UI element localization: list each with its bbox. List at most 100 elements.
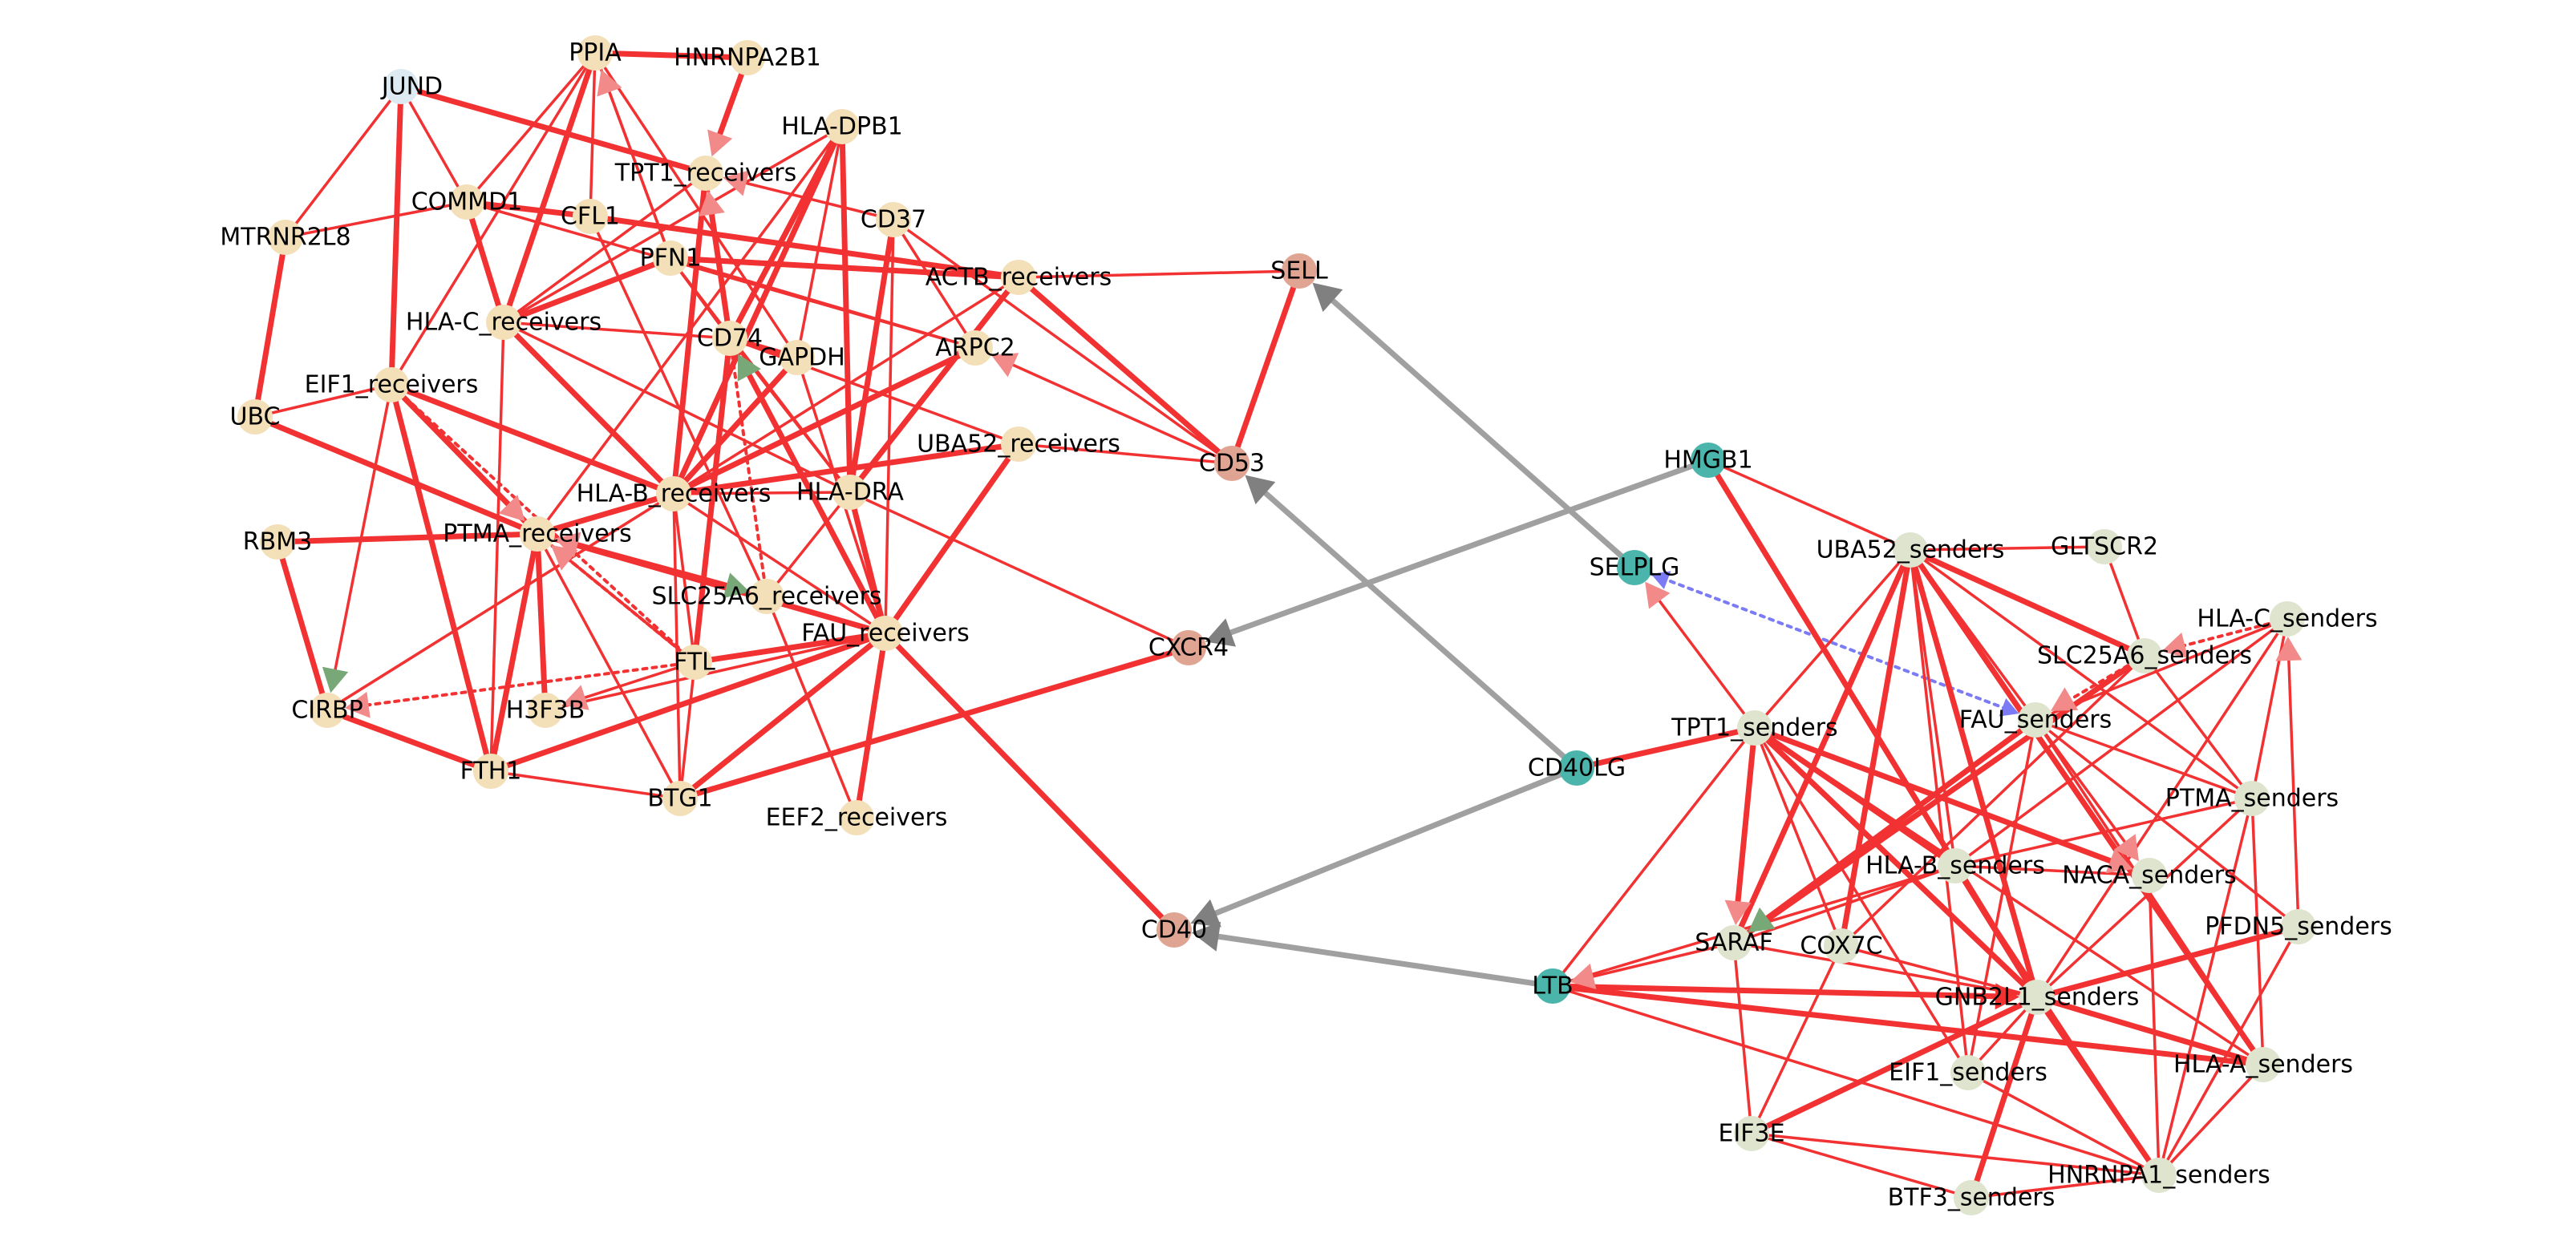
node-naca-senders[interactable] bbox=[2132, 858, 2167, 893]
node-mtrnr2l8[interactable] bbox=[268, 220, 303, 255]
arrowhead-hnrnpa2b1-to-tpt1-receivers bbox=[707, 129, 733, 157]
edge-commd1-to-hla-c-receivers bbox=[464, 199, 507, 325]
node-cd40lg[interactable] bbox=[1559, 750, 1594, 786]
node-label-fau-receivers: FAU_receivers bbox=[801, 620, 970, 648]
node-hla-c-receivers[interactable] bbox=[486, 305, 521, 340]
node-pfn1[interactable] bbox=[653, 241, 688, 276]
node-label-cox7c: COX7C bbox=[1800, 932, 1882, 960]
node-ptma-senders[interactable] bbox=[2234, 781, 2270, 816]
node-label-hla-dpb1: HLA-DPB1 bbox=[781, 113, 903, 141]
node-cd40[interactable] bbox=[1156, 912, 1192, 948]
node-pfdn5-senders[interactable] bbox=[2281, 909, 2316, 944]
edge-uba52-senders-to-cox7c bbox=[1838, 547, 1914, 949]
node-cd53[interactable] bbox=[1214, 446, 1250, 481]
node-ubc[interactable] bbox=[237, 399, 273, 435]
node-hla-b-senders[interactable] bbox=[1938, 848, 1973, 883]
node-cxcr4[interactable] bbox=[1171, 630, 1206, 665]
node-hnrnpa2b1[interactable] bbox=[730, 40, 765, 75]
edge-fau-senders-to-ptma-senders bbox=[2034, 718, 2254, 800]
node-hla-dra[interactable] bbox=[832, 475, 868, 510]
node-label-selplg: SELPLG bbox=[1590, 554, 1680, 582]
node-commd1[interactable] bbox=[449, 184, 484, 220]
node-saraf[interactable] bbox=[1716, 925, 1752, 960]
node-h3f3b[interactable] bbox=[528, 693, 563, 728]
edge-uba52-receivers-to-cd74 bbox=[728, 337, 1020, 446]
node-cd37[interactable] bbox=[876, 202, 911, 237]
edge-hla-dra-to-cxcr4 bbox=[849, 491, 1190, 649]
node-hnrnpa1-senders[interactable] bbox=[2141, 1158, 2177, 1193]
node-hla-c-senders[interactable] bbox=[2270, 601, 2305, 637]
arrowhead-cd53-to-arpc2 bbox=[991, 353, 1019, 378]
node-hmgb1[interactable] bbox=[1691, 443, 1726, 478]
edge-cd74-to-btg1 bbox=[678, 337, 731, 800]
edge-hla-c-receivers-to-hla-b-receivers bbox=[500, 319, 677, 497]
edge-eif3e-to-btf3-senders bbox=[1750, 1132, 1973, 1199]
node-tpt1-senders[interactable] bbox=[1737, 710, 1772, 746]
arrowhead-saraf-to-ltb bbox=[1569, 963, 1597, 989]
edge-uba52-senders-to-ptma-senders bbox=[1909, 548, 2254, 800]
edge-hmgb1-to-uba52-senders bbox=[1707, 459, 1912, 552]
node-label-jund: JUND bbox=[380, 73, 443, 101]
node-gnb2l1-senders[interactable] bbox=[2019, 980, 2055, 1015]
node-ftl[interactable] bbox=[677, 645, 712, 680]
arrowhead-ptma-receivers-to-slc25a6-receivers bbox=[723, 572, 750, 599]
node-cfl1[interactable] bbox=[573, 199, 608, 234]
edge-cd37-to-tpt1-receivers bbox=[737, 180, 895, 221]
node-label-fau-senders: FAU_senders bbox=[1959, 706, 2112, 734]
edge-ftl-to-h3f3b bbox=[576, 661, 696, 701]
node-fau-receivers[interactable] bbox=[868, 616, 903, 651]
node-hla-a-senders[interactable] bbox=[2246, 1047, 2281, 1082]
edge-fth1-to-btg1 bbox=[489, 770, 682, 800]
node-selplg[interactable] bbox=[1617, 550, 1652, 585]
edge-ltb-to-cd40 bbox=[1205, 932, 1556, 989]
node-ltb[interactable] bbox=[1535, 968, 1570, 1004]
node-label-tpt1-receivers: TPT1_receivers bbox=[614, 160, 796, 188]
edge-ptma-receivers-to-h3f3b bbox=[534, 531, 549, 714]
node-hla-b-receivers[interactable] bbox=[656, 476, 691, 511]
edge-ppia-to-hla-c-receivers bbox=[500, 50, 598, 325]
edge-saraf-to-ltb bbox=[1584, 941, 1736, 980]
node-eif3e[interactable] bbox=[1734, 1116, 1769, 1151]
node-eif1-senders[interactable] bbox=[1950, 1055, 1986, 1090]
edge-ltb-to-gnb2l1-senders bbox=[1549, 983, 2007, 1000]
node-arpc2[interactable] bbox=[958, 330, 993, 366]
node-gapdh[interactable] bbox=[780, 340, 815, 375]
edge-uba52-senders-to-fau-senders bbox=[1909, 548, 2037, 722]
edge-hla-b-senders-to-naca-senders bbox=[1954, 864, 2151, 877]
node-btg1[interactable] bbox=[662, 781, 698, 816]
node-hla-dpb1[interactable] bbox=[824, 109, 860, 144]
node-slc25a6-senders[interactable] bbox=[2127, 638, 2162, 673]
node-fth1[interactable] bbox=[473, 754, 508, 789]
node-uba52-receivers[interactable] bbox=[1001, 426, 1036, 462]
node-label-arpc2: ARPC2 bbox=[935, 334, 1015, 362]
edge-ppia-to-hnrnpa2b1 bbox=[592, 50, 751, 61]
node-uba52-senders[interactable] bbox=[1893, 532, 1928, 568]
node-ppia[interactable] bbox=[577, 35, 613, 71]
node-btf3-senders[interactable] bbox=[1954, 1180, 1989, 1215]
node-eif1-receivers[interactable] bbox=[374, 367, 409, 402]
node-gltscr2[interactable] bbox=[2087, 529, 2122, 564]
node-label-hla-b-senders: HLA-B_senders bbox=[1865, 852, 2045, 880]
node-sell[interactable] bbox=[1282, 253, 1317, 289]
edge-gnb2l1-senders-to-hla-a-senders bbox=[2034, 994, 2266, 1068]
edge-gapdh-to-hla-b-receivers bbox=[670, 354, 800, 497]
node-tpt1-receivers[interactable] bbox=[688, 156, 723, 191]
node-cd74[interactable] bbox=[712, 321, 747, 356]
node-cirbp[interactable] bbox=[310, 693, 345, 728]
edge-hmgb1-to-cxcr4 bbox=[1217, 457, 1711, 640]
node-jund[interactable] bbox=[383, 69, 419, 104]
edge-ptma-receivers-to-btg1 bbox=[536, 532, 682, 800]
node-ptma-receivers[interactable] bbox=[520, 516, 555, 552]
edge-cfl1-to-slc25a6-receivers bbox=[589, 215, 768, 598]
edge-eif1-senders-to-hnrnpa1-senders bbox=[1966, 1071, 2161, 1177]
node-rbm3[interactable] bbox=[260, 524, 295, 560]
edge-actb-receivers-to-sell bbox=[1017, 269, 1301, 279]
node-cox7c[interactable] bbox=[1824, 928, 1859, 964]
edge-hla-dpb1-to-hla-c-receivers bbox=[502, 125, 844, 324]
node-fau-senders[interactable] bbox=[2018, 702, 2053, 738]
edge-uba52-receivers-to-hla-b-receivers bbox=[670, 441, 1022, 497]
node-eef2-receivers[interactable] bbox=[839, 800, 874, 835]
node-slc25a6-receivers[interactable] bbox=[749, 579, 784, 614]
node-actb-receivers[interactable] bbox=[1001, 260, 1036, 295]
